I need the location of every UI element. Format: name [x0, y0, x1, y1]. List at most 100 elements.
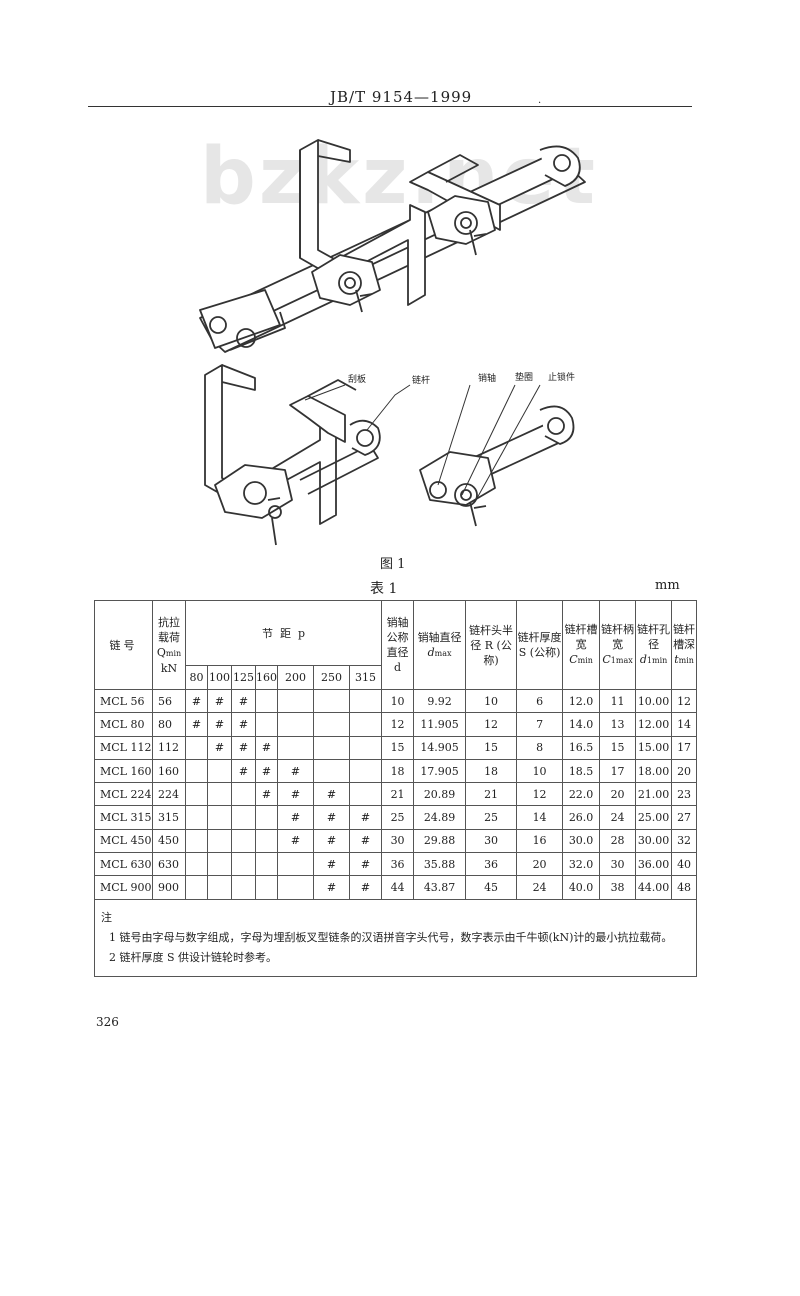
lower-right-assembly — [419, 405, 575, 527]
cell-groove-width: 16.5 — [562, 735, 601, 760]
label-pin: 销轴 — [478, 374, 497, 384]
cell-pitch: # — [231, 758, 256, 784]
cell-pitch — [348, 688, 383, 714]
cell-load: 224 — [152, 782, 186, 807]
lower-left-assembly — [204, 364, 381, 546]
header-load: 抗拉载荷 Qmin kN — [152, 600, 186, 690]
header-rod-head: 链杆头半径 R (公称) — [465, 600, 518, 690]
cell-pitch — [231, 875, 256, 900]
cell-groove-depth: 12 — [671, 688, 698, 714]
cell-pitch — [255, 712, 278, 737]
header-groove-width: 链杆槽宽 Cmin — [562, 600, 601, 690]
document-header: JB/T 9154—1999 — [330, 88, 473, 106]
cell-pitch — [207, 805, 232, 830]
cell-pitch — [313, 735, 350, 760]
cell-hole-dia: 10.00 — [635, 688, 673, 714]
cell-pitch — [255, 852, 278, 877]
label-chain-rod: 链杆 — [412, 376, 431, 386]
cell-hole-dia: 18.00 — [635, 758, 673, 784]
cell-pin-nominal: 30 — [381, 828, 415, 854]
cell-hole-dia: 30.00 — [635, 828, 673, 854]
cell-groove-width: 22.0 — [562, 782, 601, 807]
cell-load: 56 — [152, 688, 186, 714]
cell-hole-dia: 21.00 — [635, 782, 673, 807]
figure-caption: 图 1 — [380, 557, 406, 572]
label-washer: 垫圈 — [515, 373, 534, 383]
cell-pitch — [348, 758, 383, 784]
cell-pitch — [231, 828, 256, 854]
cell-pitch — [185, 758, 208, 784]
cell-pitch: # — [313, 875, 350, 900]
cell-hole-dia: 12.00 — [635, 712, 673, 737]
cell-rod-thick: 24 — [516, 875, 564, 900]
cell-shank-width: 15 — [599, 735, 637, 760]
cell-pitch: # — [207, 735, 232, 760]
cell-hole-dia: 36.00 — [635, 852, 673, 877]
cell-hole-dia: 15.00 — [635, 735, 673, 760]
cell-shank-width: 11 — [599, 688, 637, 714]
cell-pitch — [207, 875, 232, 900]
cell-pitch — [277, 852, 314, 877]
cell-pitch — [185, 828, 208, 854]
cell-pitch: # — [255, 782, 278, 807]
cell-pin-dia: 14.905 — [413, 735, 467, 760]
cell-pitch — [185, 805, 208, 830]
cell-rod-head: 25 — [465, 805, 518, 830]
cell-shank-width: 17 — [599, 758, 637, 784]
cell-rod-head: 45 — [465, 875, 518, 900]
page-number: 326 — [96, 1015, 119, 1029]
cell-pitch: # — [313, 805, 350, 830]
pitch-160: 160 — [255, 665, 278, 690]
cell-groove-depth: 23 — [671, 782, 698, 807]
cell-rod-head: 36 — [465, 852, 518, 877]
cell-pitch — [255, 828, 278, 854]
cell-pitch — [185, 875, 208, 900]
cell-pitch: # — [231, 712, 256, 737]
cell-pitch — [207, 852, 232, 877]
pitch-100: 100 — [207, 665, 232, 690]
pitch-125: 125 — [231, 665, 256, 690]
cell-pitch: # — [185, 688, 208, 714]
table-notes: 注 1 链号由字母与数字组成，字母为埋刮板叉型链条的汉语拼音字头代号，数字表示由… — [93, 898, 698, 977]
leader-lines — [304, 384, 541, 501]
cell-pitch — [207, 782, 232, 807]
cell-groove-width: 40.0 — [562, 875, 601, 900]
table-caption: 表 1 — [370, 581, 398, 597]
cell-shank-width: 30 — [599, 852, 637, 877]
cell-pitch: # — [185, 712, 208, 737]
note-1: 1 链号由字母与数字组成，字母为埋刮板叉型链条的汉语拼音字头代号，数字表示由千牛… — [109, 930, 673, 944]
cell-load: 160 — [152, 758, 186, 784]
cell-pitch — [231, 782, 256, 807]
cell-chain-no: MCL 450 — [94, 828, 153, 854]
cell-groove-width: 12.0 — [562, 688, 601, 714]
label-stopper: 止锁件 — [548, 373, 576, 383]
label-scraper: 刮板 — [348, 375, 367, 385]
cell-pitch — [255, 688, 278, 714]
cell-pin-dia: 24.89 — [413, 805, 467, 830]
notes-title: 注 — [101, 910, 112, 924]
cell-rod-thick: 16 — [516, 828, 564, 854]
header-rod-thick: 链杆厚度 S (公称) — [516, 600, 564, 690]
cell-load: 630 — [152, 852, 186, 877]
cell-load: 900 — [152, 875, 186, 900]
cell-chain-no: MCL 315 — [94, 805, 153, 830]
cell-pitch: # — [231, 688, 256, 714]
cell-pitch: # — [313, 828, 350, 854]
cell-pitch — [277, 688, 314, 714]
cell-chain-no: MCL 900 — [94, 875, 153, 900]
cell-pin-dia: 9.92 — [413, 688, 467, 714]
cell-shank-width: 38 — [599, 875, 637, 900]
cell-pin-dia: 43.87 — [413, 875, 467, 900]
cell-pitch: # — [348, 875, 383, 900]
cell-pitch: # — [313, 852, 350, 877]
cell-groove-depth: 40 — [671, 852, 698, 877]
cell-rod-thick: 10 — [516, 758, 564, 784]
note-2: 2 链杆厚度 S 供设计链轮时参考。 — [109, 950, 278, 964]
cell-chain-no: MCL 80 — [94, 712, 153, 737]
